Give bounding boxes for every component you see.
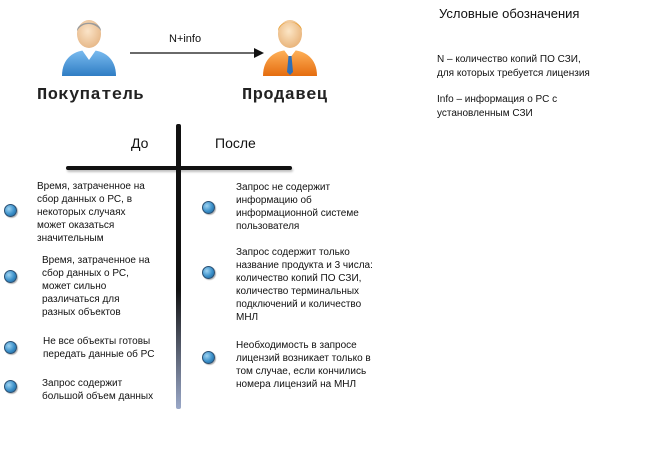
bullet-icon	[4, 341, 17, 354]
column-after-heading: После	[215, 135, 256, 151]
bullet-icon	[4, 204, 17, 217]
arrow-label: N+info	[169, 33, 202, 45]
column-before-heading: До	[131, 135, 149, 151]
before-item: Время, затраченное на сбор данных о РС, …	[42, 255, 150, 318]
before-item: Не все объекты готовы передать данные об…	[43, 336, 155, 360]
bullet-icon	[202, 266, 215, 279]
legend-title: Условные обозначения	[439, 6, 580, 21]
seller-person-icon	[263, 20, 317, 76]
legend-info-text: Info – информация о РС с установленным С…	[437, 94, 558, 119]
seller-label: Продавец	[242, 86, 328, 105]
before-item: Запрос содержит большой объем данных	[42, 378, 154, 402]
t-chart-vertical-line	[176, 124, 181, 409]
after-item: Запрос не содержит информацию об информа…	[236, 182, 359, 232]
buyer-person-icon	[62, 20, 116, 76]
bullet-icon	[202, 201, 215, 214]
before-item: Время, затраченное на сбор данных о РС, …	[37, 181, 145, 244]
legend-n-text: N – количество копий ПО СЗИ, для которых…	[437, 54, 590, 79]
request-arrow	[130, 48, 264, 58]
bullet-icon	[4, 380, 17, 393]
bullet-icon	[4, 270, 17, 283]
after-item: Запрос содержит только название продукта…	[236, 247, 373, 323]
bullet-icon	[202, 351, 215, 364]
buyer-label: Покупатель	[37, 86, 145, 105]
after-item: Необходимость в запросе лицензий возника…	[236, 340, 371, 390]
